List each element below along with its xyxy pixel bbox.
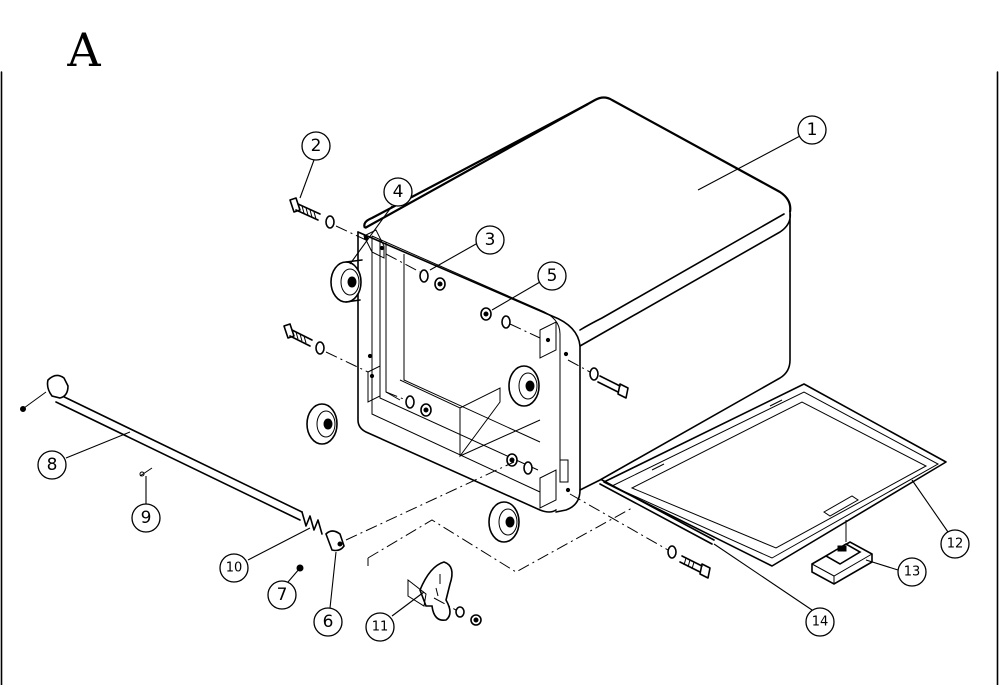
callout-6-label: 6 — [323, 612, 334, 632]
callout-4-label: 4 — [393, 182, 404, 202]
callout-2-label: 2 — [311, 136, 322, 156]
callout-9-label: 9 — [141, 508, 152, 528]
callout-11: 11 — [365, 591, 425, 642]
callout-14-label: 14 — [812, 615, 829, 630]
nut-pair-axle — [506, 453, 533, 475]
callout-12-label: 12 — [947, 537, 964, 552]
caster-wheel-front-right — [488, 501, 520, 543]
callout-4: 4 — [349, 177, 413, 265]
bolt-middle-left — [283, 323, 369, 373]
callout-8-label: 8 — [47, 455, 58, 475]
callout-7: 7 — [267, 567, 301, 610]
caster-wheel-back-right — [508, 365, 540, 407]
callout-10: 10 — [219, 527, 311, 583]
callout-13-label: 13 — [904, 565, 921, 580]
callout-5-label: 5 — [547, 266, 558, 286]
callout-6: 6 — [313, 551, 343, 637]
callout-1-label: 1 — [807, 120, 818, 140]
nut-pair-lower — [385, 391, 432, 417]
door-hinge-rod — [599, 479, 715, 545]
callout-10-label: 10 — [226, 561, 243, 576]
cabinet-body — [357, 96, 792, 513]
bolt-bottom-right — [569, 493, 711, 579]
callout-2: 2 — [299, 131, 331, 199]
callout-5: 5 — [491, 261, 567, 311]
callout-11-label: 11 — [372, 620, 389, 635]
callout-3: 3 — [429, 225, 505, 271]
callout-13: 13 — [865, 557, 927, 587]
bolt-side-right — [567, 359, 629, 399]
bolt-upper-left — [289, 197, 367, 241]
callout-14: 14 — [713, 543, 835, 637]
axle-rod — [20, 374, 515, 552]
callout-12: 12 — [911, 479, 970, 559]
callout-1: 1 — [697, 115, 827, 191]
lock-handle — [407, 561, 482, 626]
callout-7-label: 7 — [277, 585, 288, 605]
door-latch — [811, 520, 873, 585]
nut-pair-upper — [385, 253, 446, 291]
nut-pair-right — [480, 307, 541, 339]
cotter-pin — [139, 467, 153, 477]
callout-3-label: 3 — [485, 230, 496, 250]
diagram-title: A — [66, 23, 101, 77]
callout-8: 8 — [37, 431, 131, 480]
caster-wheel-back-left — [330, 259, 363, 303]
door-panel — [603, 383, 947, 567]
caster-wheel-front-left — [306, 403, 338, 445]
callout-9: 9 — [131, 476, 161, 533]
